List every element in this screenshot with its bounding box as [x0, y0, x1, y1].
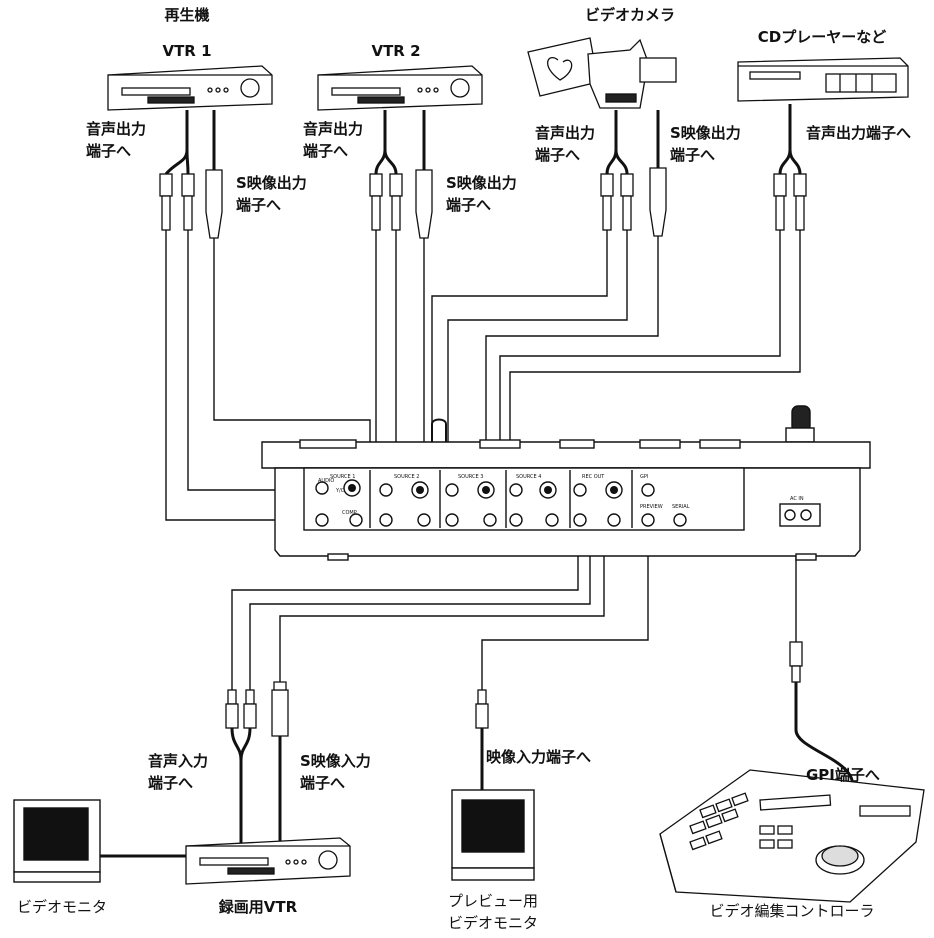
panel-label-rec-out: REC OUT	[582, 474, 605, 480]
cd-player-device	[737, 57, 909, 102]
vtr2-svideo-label-2: 端子へ	[446, 196, 492, 214]
panel-label-yc: Y/C	[335, 488, 345, 494]
rec-vtr-audio-label-1: 音声入力	[148, 752, 209, 770]
panel-label-source3: SOURCE 3	[458, 474, 483, 480]
rec-vtr-name: 録画用VTR	[218, 898, 298, 916]
edit-controller-device	[659, 769, 925, 903]
video-mixer: SOURCE 1 SOURCE 2 SOURCE 3 SOURCE 4 REC …	[261, 405, 871, 561]
cd-audio-label: 音声出力端子へ	[806, 124, 912, 142]
rec-vtr-svideo-label-1: S映像入力	[300, 752, 371, 770]
rec-vtr-device	[185, 837, 351, 885]
vtr1-svideo-label-2: 端子へ	[236, 196, 282, 214]
camera-name: ビデオカメラ	[584, 6, 676, 24]
cd-player-name: CDプレーヤーなど	[757, 28, 887, 46]
preview-monitor-name-1: プレビュー用	[447, 892, 539, 910]
vtr2-device	[317, 65, 483, 111]
rec-vtr-audio-label-2: 端子へ	[148, 774, 194, 792]
camera-audio-label-1: 音声出力	[535, 124, 596, 142]
vtr1-svideo-label-1: S映像出力	[236, 174, 307, 192]
camera-svideo-label-1: S映像出力	[670, 124, 741, 142]
vtr1-name: VTR 1	[162, 42, 212, 60]
preview-input-label: 映像入力端子へ	[486, 748, 592, 766]
panel-label-source2: SOURCE 2	[394, 474, 419, 480]
panel-label-audio: AUDIO	[318, 478, 334, 484]
camera-device	[527, 37, 677, 109]
video-monitor-device	[13, 799, 188, 883]
video-monitor-name: ビデオモニタ	[16, 898, 108, 916]
rec-vtr-svideo-label-2: 端子へ	[300, 774, 346, 792]
preview-monitor-name-2: ビデオモニタ	[447, 914, 539, 932]
vtr2-svideo-label-1: S映像出力	[446, 174, 517, 192]
vtr2-name: VTR 2	[371, 42, 421, 60]
vtr2-audio-label-1: 音声出力	[303, 120, 364, 138]
panel-label-gpi: GPI	[640, 474, 648, 480]
panel-label-source4: SOURCE 4	[516, 474, 541, 480]
vtr1-audio-label-1: 音声出力	[86, 120, 147, 138]
controller-gpi-label: GPI端子へ	[806, 766, 880, 784]
vtr1-audio-label-2: 端子へ	[86, 142, 132, 160]
panel-label-serial: SERIAL	[672, 504, 690, 510]
controller-name: ビデオ編集コントローラ	[709, 902, 875, 920]
panel-label-source1: SOURCE 1	[330, 474, 355, 480]
panel-label-preview: PREVIEW	[640, 504, 663, 510]
vtr2-audio-label-2: 端子へ	[303, 142, 349, 160]
bottom-plugs	[225, 641, 854, 856]
preview-monitor-device	[451, 789, 535, 881]
vtr1-device	[107, 65, 273, 111]
camera-svideo-label-2: 端子へ	[670, 146, 716, 164]
panel-label-ac-in: AC IN	[790, 496, 804, 502]
vtr1-title: 再生機	[164, 6, 210, 24]
panel-label-comp: COMP	[342, 510, 357, 516]
camera-audio-label-2: 端子へ	[535, 146, 581, 164]
